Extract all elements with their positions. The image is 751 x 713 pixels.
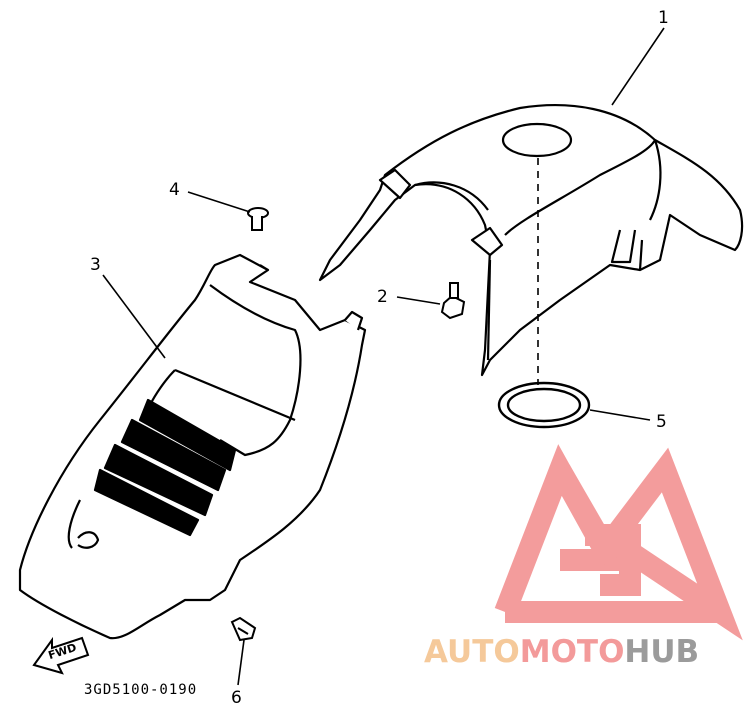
bolt-part-6: [230, 616, 257, 642]
nut-part: [440, 282, 466, 320]
watermark-hub: HUB: [624, 634, 700, 670]
leader-lines: [102, 27, 665, 686]
tank-cover-part: [318, 104, 744, 377]
callout-1: 1: [658, 8, 669, 28]
callout-3: 3: [90, 255, 101, 275]
watermark-logo-icon: [494, 444, 743, 641]
callout-2: 2: [377, 287, 388, 307]
part-code: 3GD5100-0190: [84, 682, 198, 698]
cap-ring-part: [497, 381, 591, 429]
watermark-text: AUTOMOTOHUB: [424, 634, 699, 670]
watermark-moto: MOTO: [519, 634, 625, 670]
watermark-auto: AUTO: [424, 634, 520, 670]
seat-cowl-part: [18, 253, 367, 640]
callout-5: 5: [656, 412, 667, 432]
fwd-arrow-icon: [32, 636, 90, 675]
callout-6: 6: [231, 688, 242, 708]
screw-part-4: [247, 207, 269, 231]
callout-4: 4: [169, 180, 180, 200]
